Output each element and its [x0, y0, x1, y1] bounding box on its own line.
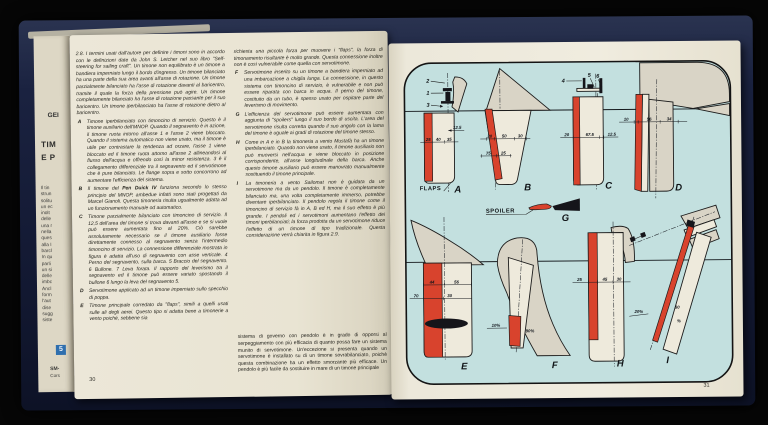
rudder-a-balance: [423, 112, 434, 182]
rudder-diagram: 2 1 3 12.5 25 40 35 FLAPS A: [403, 59, 734, 385]
right-column: richiesta una piccola forza per muovere …: [234, 47, 388, 379]
letter-a: A: [453, 184, 461, 195]
propeller: [424, 318, 468, 329]
figure-g: SPOILER G: [486, 198, 580, 224]
spoiler-arm: [528, 203, 552, 211]
svg-text:50: 50: [502, 134, 507, 139]
figure-c: 4 5 6 7 20 67.5 12.5 C: [560, 73, 619, 192]
list-item-f: F Servotimone inserito su un timone a ba…: [234, 68, 384, 110]
letter-e: E: [461, 361, 468, 372]
edge-heading-3: E P: [41, 152, 56, 163]
svg-text:20: 20: [563, 132, 569, 137]
letter-i: I: [666, 355, 669, 366]
svg-text:75: 75: [486, 151, 491, 156]
svg-text:67.5: 67.5: [586, 132, 595, 137]
rudder-f-tab: [508, 315, 522, 347]
pct-20: 20%: [633, 309, 643, 314]
letter-h: H: [617, 358, 625, 369]
page-number-left: 30: [89, 376, 96, 383]
figure-i: 20% 80 % I: [629, 204, 721, 366]
rudder-d-balance: [634, 93, 643, 192]
figure-d: 10 56 34 D: [619, 61, 731, 199]
svg-text:25: 25: [425, 137, 431, 142]
trim-tab: [451, 76, 468, 113]
previous-page-edge: GEI TIM E P Il tin strun solitu un ec in…: [33, 35, 75, 393]
letter-b: B: [524, 182, 531, 193]
text-columns: 2.8. I termini usati dall'autore per def…: [76, 47, 388, 381]
footer-paragraph: sistema di governo con pendolo è in grad…: [237, 332, 388, 374]
figure-e: 44 56 70 30 E: [409, 217, 485, 372]
continuation-paragraph: richiesta una piccola forza per muovere …: [233, 46, 383, 69]
flaps-label: FLAPS: [420, 186, 442, 192]
svg-text:56: 56: [454, 279, 459, 284]
letter-d: D: [675, 182, 682, 193]
figure-h: 25 45 30 H: [572, 221, 635, 370]
list-item-h: H Come in A e in B la timoneria a vento …: [235, 137, 385, 179]
pendulum-blade: [662, 231, 712, 355]
svg-text:70: 70: [414, 293, 419, 298]
svg-text:%: %: [677, 318, 681, 323]
figure-b: 20 50 30 75 25 B: [480, 67, 552, 193]
list-item-c: C Timone parzialmente bilanciato con tim…: [78, 212, 228, 286]
rudder-e-balance: [423, 262, 444, 358]
pct-80: 80: [675, 305, 680, 310]
figure-f: 10% 90% F: [486, 237, 572, 371]
svg-text:56: 56: [647, 117, 652, 122]
spoiler-blade: [552, 198, 580, 211]
waterline-top: [404, 108, 731, 112]
hull-long-keel: [639, 61, 730, 109]
letter-g: G: [562, 213, 570, 224]
letter-f: F: [552, 360, 558, 371]
edge-text-fragments: Il tin strun solitu un ec inolt delle un…: [40, 186, 53, 324]
figure-a: 2 1 3 12.5 25 40 35 FLAPS A: [420, 73, 468, 195]
part-4: 4: [561, 79, 565, 85]
svg-text:40: 40: [435, 137, 441, 142]
svg-text:45: 45: [601, 277, 607, 282]
list-item-i: I La timoneria a vento Sailomat non è gu…: [236, 178, 386, 240]
edge-heading-1: GEI: [47, 111, 59, 120]
svg-text:30: 30: [447, 293, 452, 298]
pct-90: 90%: [526, 328, 535, 333]
svg-text:30: 30: [617, 277, 622, 282]
intro-paragraph: 2.8. I termini usati dall'autore per def…: [75, 49, 226, 117]
edge-footer-1: SM-: [50, 365, 60, 373]
list-item-d: D Servotimone applicato ad un timone imp…: [80, 286, 229, 301]
rudder-b-balance: [484, 108, 503, 181]
svg-text:30: 30: [518, 133, 523, 138]
part-6: 6: [596, 74, 600, 80]
list-item-e: E Timone principale corredato da "flaps"…: [80, 300, 229, 323]
svg-text:44: 44: [429, 280, 435, 285]
edge-footer-2: Cors: [50, 372, 60, 379]
left-column: 2.8. I termini usati dall'autore per def…: [76, 49, 230, 381]
svg-text:34: 34: [667, 116, 672, 121]
svg-text:20: 20: [486, 134, 492, 139]
skeg: [648, 98, 675, 192]
page-number-right: 31: [703, 382, 710, 389]
part-3: 3: [426, 103, 429, 109]
list-item-b: B Il timone del Pen Duick IV funziona se…: [78, 184, 227, 212]
letter-c: C: [605, 181, 612, 192]
rudder-c-balance: [572, 96, 581, 186]
chapter-number-badge: 5: [55, 344, 66, 355]
dim-12-5: 12.5: [453, 125, 462, 130]
list-item-a: A Timone iperbilanciato con timoncino di…: [77, 116, 227, 184]
svg-text:25: 25: [576, 277, 582, 282]
part-5: 5: [588, 73, 592, 79]
svg-text:35: 35: [447, 137, 452, 142]
part-2: 2: [425, 79, 429, 85]
counter-stern: [410, 219, 485, 266]
svg-text:12.5: 12.5: [608, 132, 617, 137]
right-page: 2 1 3 12.5 25 40 35 FLAPS A: [388, 40, 744, 400]
list-item-g: G L'efficienza del servotimone può esser…: [235, 109, 384, 138]
left-page: 2.8. I termini usati dall'autore per def…: [69, 30, 393, 400]
edge-heading-2: TIM: [40, 139, 57, 150]
spoiler-label: SPOILER: [486, 208, 515, 214]
pct-10: 10%: [492, 323, 501, 328]
svg-text:10: 10: [624, 117, 629, 122]
part-1: 1: [426, 91, 429, 97]
svg-text:25: 25: [500, 151, 506, 156]
boat-name: Pen Duick IV: [122, 185, 157, 192]
rudder-h-balance: [587, 232, 599, 341]
pivot-icon: [629, 236, 636, 243]
